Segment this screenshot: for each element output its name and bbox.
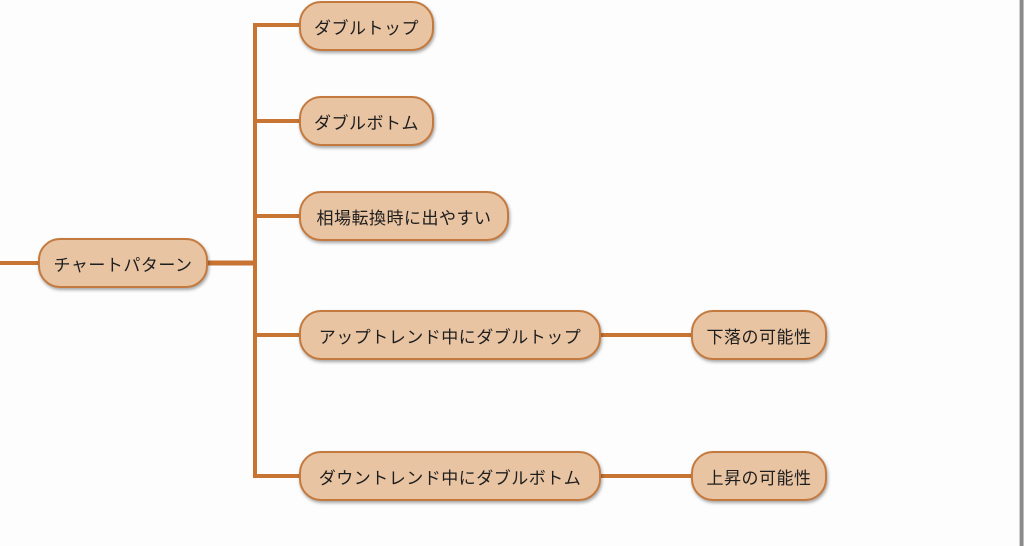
- node-uptrend-double-top[interactable]: アップトレンド中にダブルトップ: [299, 310, 601, 360]
- node-downtrend-double-bottom[interactable]: ダウントレンド中にダブルボトム: [299, 451, 601, 501]
- node-rise-possibility[interactable]: 上昇の可能性: [691, 451, 827, 501]
- node-double-bottom[interactable]: ダブルボトム: [299, 96, 434, 146]
- window-edge-divider: [1019, 0, 1024, 546]
- node-fall-possibility[interactable]: 下落の可能性: [691, 310, 827, 360]
- node-double-top[interactable]: ダブルトップ: [299, 1, 434, 51]
- root-node-chart-pattern[interactable]: チャートパターン: [38, 238, 208, 288]
- node-trend-reversal[interactable]: 相場転換時に出やすい: [299, 191, 509, 241]
